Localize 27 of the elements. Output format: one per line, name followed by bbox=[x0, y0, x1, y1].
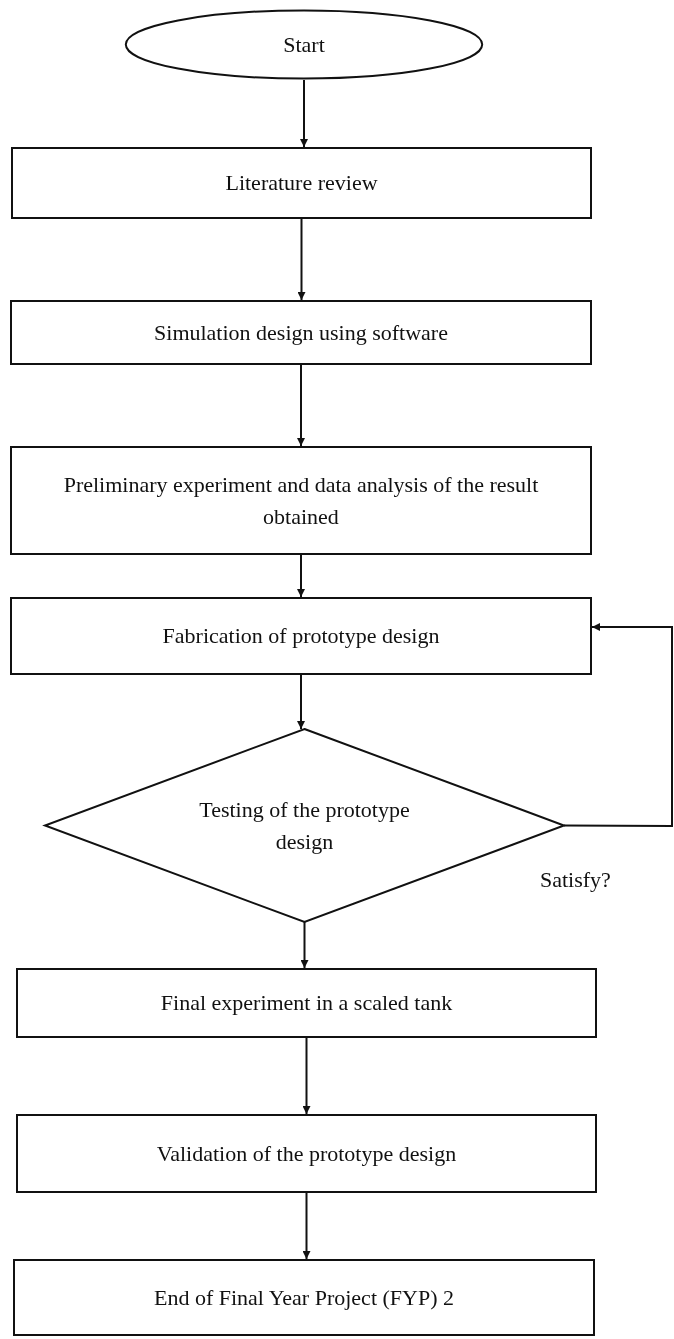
node-label: Literature review bbox=[224, 169, 379, 198]
arrow bbox=[302, 1037, 311, 1115]
process-box bbox=[10, 300, 592, 365]
arrow bbox=[297, 554, 305, 598]
node-label: End of Final Year Project (FYP) 2 bbox=[152, 1283, 455, 1312]
process-box bbox=[10, 597, 592, 675]
process-box bbox=[16, 968, 597, 1038]
arrow bbox=[297, 674, 305, 730]
process-box bbox=[11, 147, 592, 219]
arrow bbox=[302, 1192, 311, 1260]
arrow bbox=[297, 218, 306, 301]
node-label: Simulation design using software bbox=[153, 318, 449, 347]
node-label: Testing of the prototype design bbox=[198, 795, 411, 856]
node-label: Final experiment in a scaled tank bbox=[159, 989, 454, 1018]
arrow bbox=[563, 623, 673, 827]
process-box bbox=[16, 1114, 597, 1193]
arrow bbox=[300, 79, 308, 148]
terminal-oval bbox=[124, 9, 484, 80]
node-label: Fabrication of prototype design bbox=[161, 622, 441, 651]
process-box bbox=[10, 446, 592, 555]
arrow bbox=[300, 921, 309, 969]
node-label: Start bbox=[282, 30, 326, 59]
arrow bbox=[297, 364, 305, 447]
decision-label: Satisfy? bbox=[540, 867, 611, 893]
node-label: Preliminary experiment and data analysis of the result obtained bbox=[62, 470, 540, 531]
node-label: Validation of the prototype design bbox=[155, 1139, 458, 1168]
process-box bbox=[13, 1259, 595, 1336]
